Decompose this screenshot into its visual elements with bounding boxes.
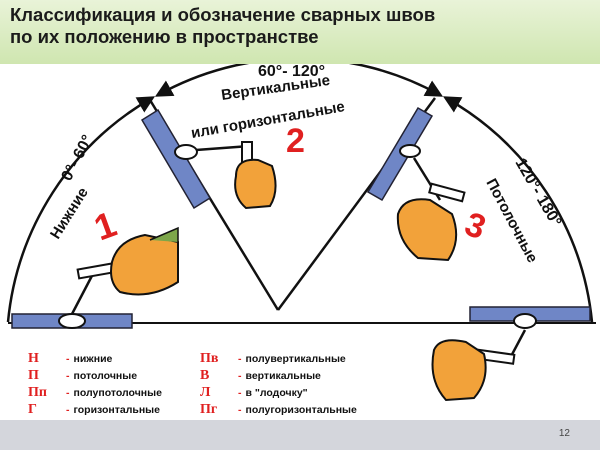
legend-left: Н-нижние П-потолочные Пп-полупотолочные …	[28, 350, 162, 418]
legend-desc: вертикальные	[245, 370, 321, 382]
legend-row: Пп-полупотолочные	[28, 385, 162, 400]
legend-right: Пв-полувертикальные В-вертикальные Л-в "…	[200, 350, 357, 418]
legend-row: Г-горизонтальные	[28, 402, 161, 417]
legend-code: Л	[200, 385, 211, 400]
legend-row: Пв-полувертикальные	[200, 351, 346, 366]
legend-desc: горизонтальные	[73, 404, 161, 416]
legend-desc: полувертикальные	[245, 353, 346, 365]
legend-desc: потолочные	[73, 370, 138, 382]
legend-desc: полупотолочные	[73, 387, 162, 399]
legend-code: Н	[28, 351, 39, 366]
hand-holder-overhead	[431, 329, 527, 402]
position-number-2: 2	[286, 122, 305, 160]
weld-bead-overhead	[513, 313, 537, 329]
page-number: 12	[558, 428, 570, 439]
diagram-stage: 0°- 60° 60°- 120° 120°- 180° Нижние Верт…	[0, 57, 600, 420]
legend-row: Л-в "лодочку"	[200, 385, 308, 400]
position-number-1: 1	[89, 203, 122, 248]
legend-code: Пп	[28, 385, 47, 400]
hand-holder-lower	[70, 226, 179, 315]
slide-title-line-1: Классификация и обозначение сварных швов	[10, 4, 436, 25]
footer-bar: 12	[0, 420, 600, 450]
slide-title-bar: Классификация и обозначение сварных швов…	[0, 0, 600, 64]
arc-ceiling-sector	[442, 96, 594, 323]
legend-row: П-потолочные	[28, 368, 138, 383]
angle-label-vertical: 60°- 120°	[258, 64, 325, 80]
weld-bead-lower	[58, 313, 86, 329]
slide-title-line-2: по их положению в пространстве	[10, 26, 319, 47]
position-number-3: 3	[460, 205, 491, 247]
legend-row: Н-нижние	[28, 351, 113, 366]
angle-label-lower: 0°- 60°	[59, 132, 97, 183]
arc-lower-sector	[6, 96, 156, 323]
plate-upper-left	[140, 108, 212, 210]
hand-holder-ceiling	[396, 157, 466, 262]
legend-row: В-вертикальные	[200, 368, 321, 383]
legend-code: В	[200, 368, 210, 383]
legend-row: Пг-полугоризонтальные	[200, 402, 357, 417]
legend-desc: полугоризонтальные	[245, 404, 357, 416]
position-label-vertical-2: или горизонтальные	[190, 98, 346, 142]
weld-position-diagram: 0°- 60° 60°- 120° 120°- 180° Нижние Верт…	[6, 57, 596, 402]
legend-code: П	[28, 368, 39, 383]
legend-code: Пг	[200, 402, 218, 417]
hand-holder-vertical	[195, 141, 277, 210]
legend-code: Пв	[200, 351, 219, 366]
weld-bead-ceiling	[399, 144, 421, 158]
legend-code: Г	[28, 402, 37, 417]
legend-desc: нижние	[73, 353, 113, 365]
legend-desc: в "лодочку"	[245, 387, 308, 399]
weld-bead-vertical	[174, 144, 198, 160]
